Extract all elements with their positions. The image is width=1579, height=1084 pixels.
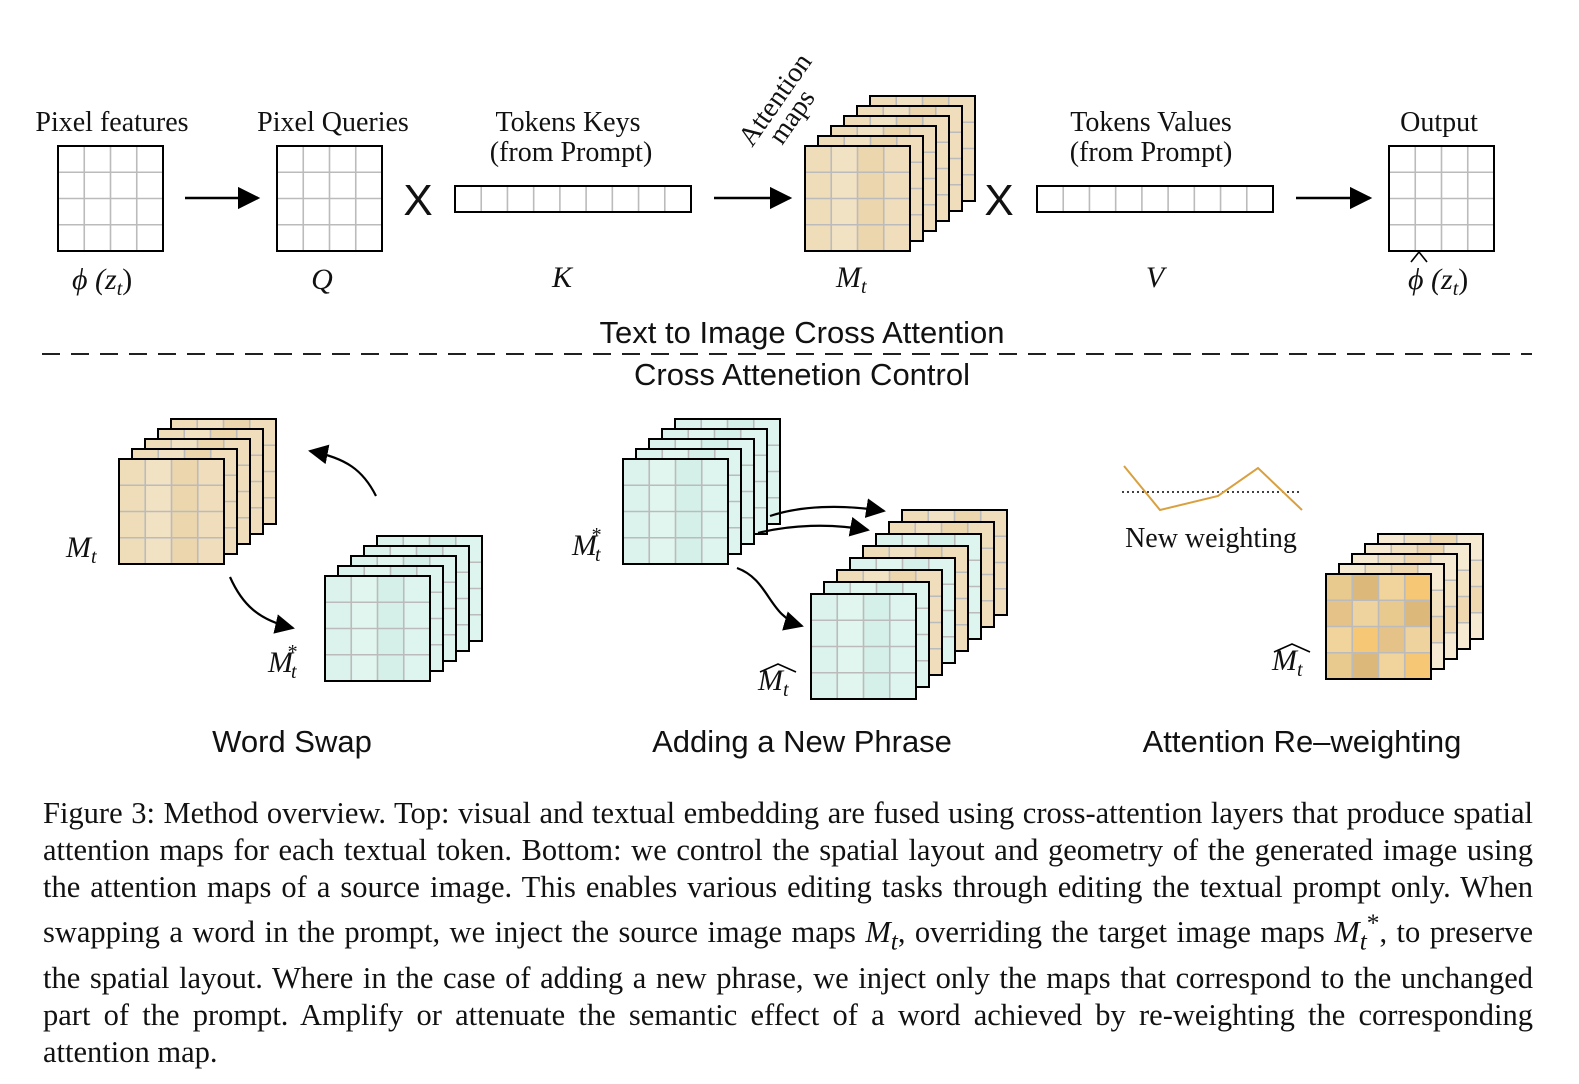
token-strip-frame (1036, 185, 1274, 213)
k-symbol: K (551, 261, 574, 294)
map-layer (324, 575, 431, 682)
section-title-top: Text to Image Cross Attention (600, 315, 1005, 350)
new-phrase-source-stack (622, 418, 781, 565)
word-swap-mt-label: Mt (65, 531, 97, 568)
times-sign-2: X (984, 176, 1013, 225)
tokens-values-block: Tokens Values (from Prompt) V (1036, 107, 1274, 294)
word-swap-arrow-down (228, 576, 295, 634)
map-layer (118, 458, 225, 565)
tokens-values-line1: Tokens Values (1070, 107, 1232, 138)
word-swap-panel: Mt Mt* Word Swap (65, 418, 483, 759)
pixel-queries-grid (276, 145, 383, 252)
map-layer (622, 458, 729, 565)
new-weighting-label: New weighting (1125, 523, 1297, 554)
reweighting-panel: New weighting Mt Attention Re–weighting (1122, 465, 1484, 759)
new-phrase-panel: Mt* Mt Adding a New Phrase (571, 418, 1008, 759)
caption-math-mstar-sub: t (1359, 927, 1367, 956)
tokens-keys-block: Tokens Keys (from Prompt) K (454, 107, 692, 294)
new-phrase-arrow-3 (736, 566, 804, 631)
tokens-values-line2: (from Prompt) (1070, 137, 1233, 168)
output-grid (1388, 145, 1495, 252)
reweighting-mhat-hat (1273, 643, 1311, 653)
new-phrase-arrow-1 (769, 498, 886, 518)
new-weighting-curve (1123, 465, 1303, 512)
pixel-features-symbol: ϕ (zt) (72, 263, 132, 300)
caption-part-1: Figure 3: Method overview. Top: visual a… (43, 796, 1533, 950)
new-phrase-arrow-2 (757, 517, 870, 537)
pixel-queries-label: Pixel Queries (257, 107, 409, 138)
new-phrase-target-stack (810, 509, 1008, 700)
grid-cells (276, 145, 383, 252)
mt-symbol: Mt (835, 261, 867, 298)
output-block: Output ϕ (zt) (1388, 107, 1495, 300)
grid-cells (1388, 145, 1495, 252)
reweighting-title: Attention Re–weighting (1143, 724, 1462, 759)
pixel-features-block: Pixel features ϕ (zt) (35, 107, 188, 300)
map-layer (1325, 573, 1432, 680)
caption-math-mstar-sup: * (1366, 909, 1380, 938)
word-swap-target-stack (324, 535, 483, 682)
map-layer (804, 145, 911, 252)
word-swap-mstar-label: Mt* (267, 641, 298, 683)
q-symbol: Q (311, 263, 333, 296)
tokens-values-strip (1036, 185, 1274, 213)
reweighting-stack (1325, 533, 1484, 680)
pixel-queries-block: Pixel Queries Q (257, 107, 409, 296)
grid-cells (57, 145, 164, 252)
new-phrase-mhat-label: Mt (757, 664, 789, 701)
caption-part-3: , to preserve the spatial layout. Where … (43, 915, 1534, 1070)
token-strip-frame (454, 185, 692, 213)
figure-caption: Figure 3: Method overview. Top: visual a… (43, 795, 1533, 1071)
output-symbol: ϕ (zt) (1408, 263, 1468, 300)
method-overview-diagram: Pixel features ϕ (zt) Pixel Queries Q X … (35, 48, 1532, 759)
word-swap-title: Word Swap (212, 724, 372, 759)
pixel-features-grid (57, 145, 164, 252)
new-phrase-title: Adding a New Phrase (652, 724, 952, 759)
section-title-bottom: Cross Attenetion Control (634, 357, 970, 392)
attention-maps-stack (804, 95, 976, 252)
caption-math-mstar: M (1334, 915, 1360, 950)
word-swap-source-stack (118, 418, 277, 565)
tokens-keys-line2: (from Prompt) (490, 137, 653, 168)
map-layer (810, 593, 917, 700)
caption-math-mt: M (865, 915, 891, 950)
v-symbol: V (1146, 261, 1168, 294)
pixel-features-label: Pixel features (35, 107, 188, 138)
word-swap-arrow-up (308, 444, 377, 497)
output-hat (1410, 250, 1428, 263)
new-phrase-mstar-label: Mt* (571, 524, 602, 566)
tokens-keys-line1: Tokens Keys (495, 107, 640, 138)
caption-part-2: , overriding the target image maps (897, 915, 1335, 950)
caption-math-mt-sub: t (890, 927, 898, 956)
output-label: Output (1400, 107, 1478, 138)
attention-maps-block: Attention maps Mt (732, 48, 976, 298)
reweighting-mhat-label: Mt (1271, 644, 1303, 681)
times-sign-1: X (403, 176, 432, 225)
new-phrase-mhat-hat (759, 663, 797, 673)
tokens-keys-strip (454, 185, 692, 213)
